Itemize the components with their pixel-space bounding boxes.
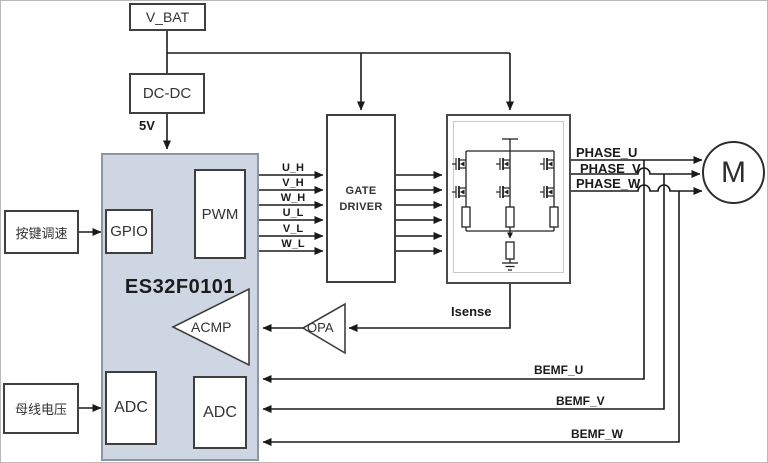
adc-bemf-label: ADC [203,403,237,421]
bemf-w-label: BEMF_W [571,427,623,441]
opa-label: OPA [307,320,334,335]
adc-bus-box: ADC [105,371,157,445]
motor-label: M [721,155,746,189]
pwm-signal-label-uh: U_H [281,162,304,174]
pwm-signal-label-wl: W_L [281,238,305,250]
pwm-wires [259,171,324,255]
phase-w-label: PHASE_W [576,176,641,191]
gpio-box: GPIO [105,209,153,254]
rail-5v-label: 5V [139,118,155,133]
gpio-label: GPIO [110,223,148,240]
acmp-label: ACMP [191,319,232,335]
bemf-wires [262,160,680,446]
acmp-triangle [171,287,250,367]
vbat-label: V_BAT [145,9,190,25]
pwm-signal-label-wh: W_H [280,192,306,204]
adc-bemf-box: ADC [193,376,247,449]
input-wires [79,228,102,412]
dcdc-box: DC-DC [129,73,205,114]
bemf-u-label: BEMF_U [534,363,584,377]
bemf-v-label: BEMF_V [556,394,605,408]
bus-voltage-label: 母线电压 [14,402,67,417]
inverter-inner-frame [453,121,564,273]
gate-driver-box: GATE DRIVER [326,114,396,283]
isense-wires [262,284,511,332]
driver-output-wires [396,171,443,255]
pwm-box: PWM [194,169,246,259]
phase-v-label: PHASE_V [580,161,641,176]
phase-u-label: PHASE_U [576,145,638,160]
key-speed-label: 按键调速 [15,225,68,241]
bridge-circuit [451,138,559,271]
vbat-box: V_BAT [129,3,206,31]
gate-driver-label-1: GATE [345,184,377,197]
key-speed-box: 按键调速 [4,210,79,254]
bus-voltage-box: 母线电压 [3,383,79,434]
opa-triangle [301,302,346,355]
gate-driver-label-2: DRIVER [339,200,383,213]
pwm-label: PWM [201,205,239,223]
motor-circle: M [702,141,765,204]
pwm-signal-label-vh: V_H [282,177,304,189]
pwm-signal-label-ul: U_L [282,207,304,219]
isense-label: Isense [451,304,492,319]
adc-bus-label: ADC [114,399,148,416]
power-wires [163,31,514,150]
mcu-title: ES32F0101 [124,276,236,298]
dcdc-label: DC-DC [142,85,192,102]
pwm-signal-label-vl: V_L [282,223,304,235]
